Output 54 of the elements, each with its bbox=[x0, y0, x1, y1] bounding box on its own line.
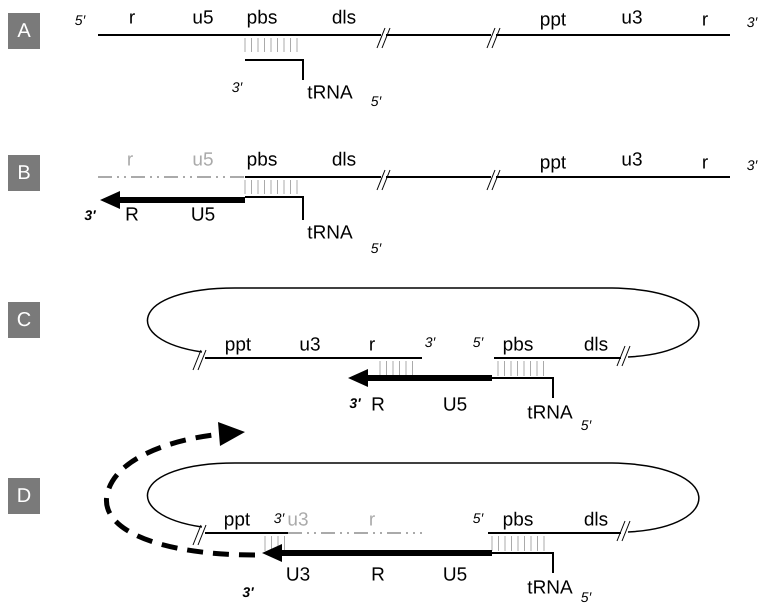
region-label: tRNA bbox=[307, 84, 353, 102]
region-label: R bbox=[125, 206, 139, 224]
region-label: tRNA bbox=[527, 404, 573, 422]
region-label: pbs bbox=[502, 510, 534, 530]
region-label: u5 bbox=[192, 8, 214, 28]
region-label: R bbox=[371, 396, 385, 414]
region-label: U3 bbox=[286, 566, 310, 584]
panel-letter: C bbox=[8, 302, 40, 338]
region-label: r bbox=[702, 154, 708, 172]
strand-end-label: 5′ bbox=[74, 13, 86, 27]
region-label: r bbox=[702, 10, 708, 30]
region-label: tRNA bbox=[527, 578, 573, 598]
strand-end-label: 5′ bbox=[370, 94, 382, 108]
strand-end-label: 5′ bbox=[370, 241, 382, 255]
region-label: ppt bbox=[540, 10, 566, 30]
region-label: dls bbox=[584, 336, 608, 354]
region-label: r bbox=[368, 510, 376, 530]
panel-letter: D bbox=[8, 478, 40, 514]
strand-end-label: 3′ bbox=[424, 335, 436, 349]
strand-end-label: 5′ bbox=[472, 335, 484, 349]
region-label: pbs bbox=[502, 336, 534, 354]
region-label: pbs bbox=[246, 150, 278, 170]
strand-end-label: 3′ bbox=[746, 158, 758, 172]
region-label: U5 bbox=[190, 206, 216, 224]
region-label: ppt bbox=[540, 154, 566, 172]
panel-letter: B bbox=[8, 155, 40, 191]
region-label: u3 bbox=[621, 8, 643, 28]
region-label: ppt bbox=[224, 336, 252, 354]
region-label: r bbox=[128, 8, 136, 28]
region-label: R bbox=[371, 566, 385, 584]
region-label: u5 bbox=[192, 150, 214, 170]
strand-end-label: 5′ bbox=[580, 590, 592, 603]
panel-letter: A bbox=[8, 13, 40, 49]
strand-end-label: 5′ bbox=[580, 418, 592, 432]
region-label: u3 bbox=[287, 510, 309, 530]
region-label: dls bbox=[584, 510, 608, 530]
strand-end-label: 3′ bbox=[84, 208, 96, 222]
region-label: u3 bbox=[299, 336, 321, 354]
strand-end-label: 3′ bbox=[746, 15, 758, 29]
region-label: pbs bbox=[246, 8, 278, 28]
strand-end-label: 3′ bbox=[274, 511, 284, 525]
strand-end-label: 3′ bbox=[232, 80, 242, 94]
strand-end-label: 5′ bbox=[472, 511, 484, 525]
strand-end-label: 3′ bbox=[242, 585, 254, 599]
region-label: U5 bbox=[442, 396, 468, 414]
region-label: r bbox=[368, 336, 376, 354]
strand-end-label: 3′ bbox=[349, 396, 361, 410]
region-label: ppt bbox=[224, 510, 250, 530]
region-label: dls bbox=[332, 150, 356, 170]
region-label: U5 bbox=[442, 566, 468, 584]
region-label: dls bbox=[332, 8, 356, 28]
region-label: r bbox=[126, 150, 134, 170]
region-label: u3 bbox=[621, 150, 643, 170]
region-label: tRNA bbox=[307, 224, 353, 242]
